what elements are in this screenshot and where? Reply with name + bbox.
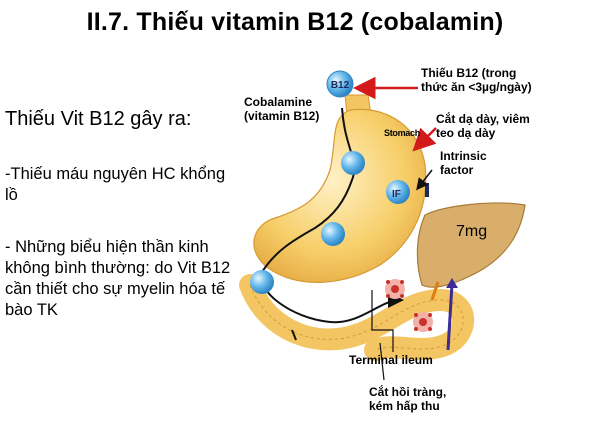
b12-ball-2	[321, 222, 345, 246]
b12-ball-3	[250, 270, 274, 294]
cobalamine-label: Cobalamine (vitamin B12)	[244, 95, 320, 123]
portal-arrow-orange	[430, 281, 440, 301]
intro-text: Thiếu Vit B12 gây ra:	[5, 108, 192, 130]
bullet-neuro: - Những biểu hiện thần kinh không bình t…	[5, 238, 231, 319]
gastrectomy-label: Cắt dạ dày, viêm teo dạ dày	[436, 112, 530, 140]
if-badge-text: IF	[392, 189, 401, 200]
portal-arrow-purple	[446, 283, 454, 351]
ileum-receptor-2	[413, 312, 433, 332]
bullet-anemia: -Thiếu máu nguyên HC khổng lồ	[5, 165, 226, 204]
resection-label: Cắt hồi tràng, kém hấp thu	[369, 385, 447, 413]
ileum-receptor-1	[385, 279, 405, 299]
liver	[416, 202, 526, 288]
gastrectomy-arrow	[412, 127, 437, 152]
liver-store-label: 7mg	[456, 223, 488, 240]
if-receptor	[425, 183, 429, 197]
ileum-bracket	[371, 290, 394, 352]
stomach-label: Stomach	[384, 128, 420, 138]
b12-ball-1	[341, 151, 365, 175]
intake-deficiency-label: Thiếu B12 (trong thức ăn <3µg/ngày)	[421, 66, 532, 94]
terminal-ileum-label: Terminal ileum	[349, 353, 433, 367]
resection-pointer	[379, 342, 385, 381]
b12-badge-text: B12	[331, 80, 350, 91]
slide-title: II.7. Thiếu vitamin B12 (cobalamin)	[86, 8, 504, 36]
intrinsic-factor-label: Intrinsic factor	[440, 149, 487, 177]
b12-ball-if	[386, 180, 410, 204]
intrinsic-pointer	[416, 169, 433, 191]
